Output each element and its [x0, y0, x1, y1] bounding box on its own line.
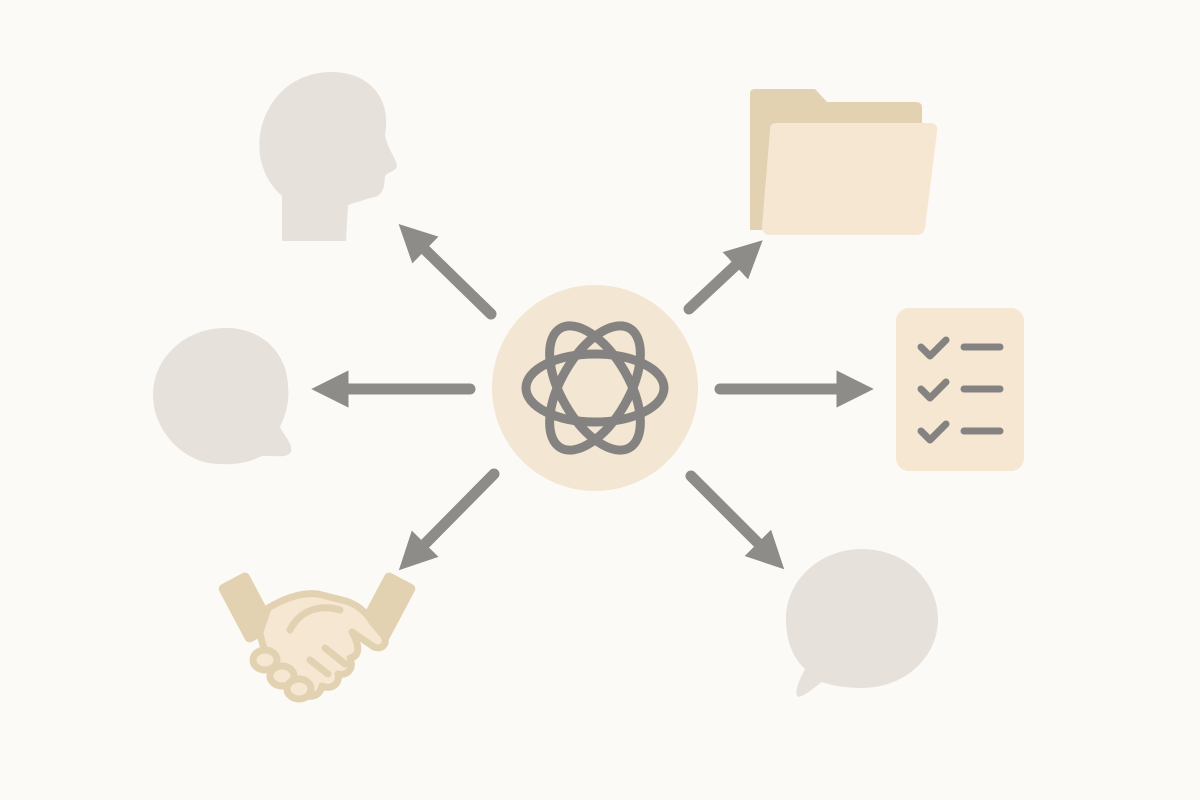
- atom-loops-icon: [521, 321, 669, 455]
- checklist-card: [896, 308, 1024, 471]
- arrows: [311, 223, 874, 571]
- person-head-icon: [259, 72, 397, 241]
- handshake-icon: [218, 572, 416, 703]
- arrow-to-person: [398, 223, 497, 320]
- center-circle: [492, 285, 698, 491]
- center-hub: [492, 285, 698, 491]
- arrow-to-folder: [683, 240, 763, 315]
- checklist-icon: [896, 308, 1024, 471]
- speech-bubble-icon-left: [153, 327, 292, 465]
- folder-icon: [750, 89, 938, 235]
- arrow-to-handshake: [398, 468, 500, 571]
- arrow-to-chat-bottom: [685, 470, 785, 570]
- speech-bubble-icon-bottom: [786, 549, 938, 697]
